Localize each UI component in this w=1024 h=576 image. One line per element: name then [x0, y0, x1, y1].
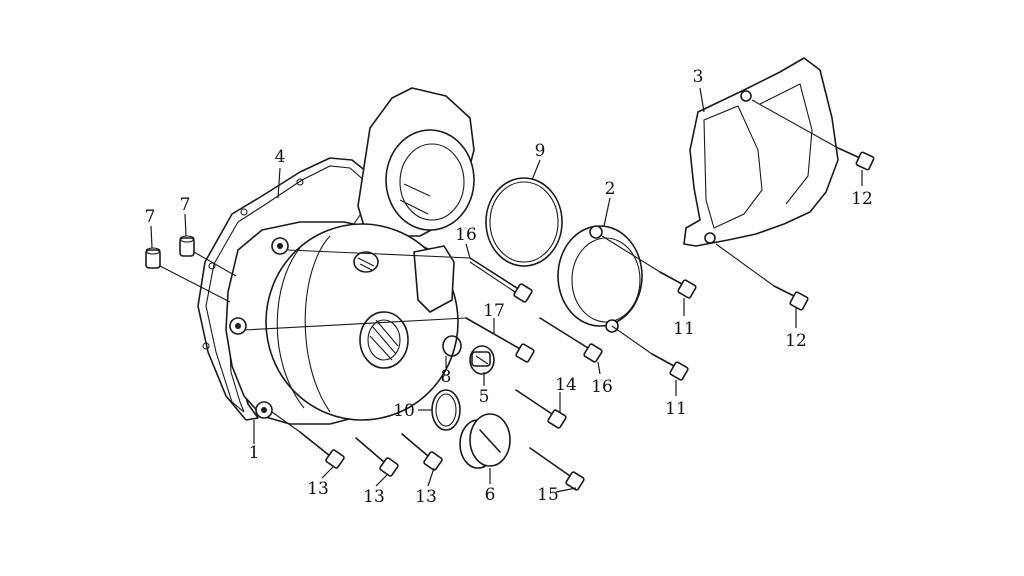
callout-7a: 7	[145, 207, 156, 227]
callout-15: 15	[537, 485, 559, 505]
filler-cap	[459, 413, 511, 469]
inspection-cap	[557, 225, 643, 333]
callout-9: 9	[535, 141, 546, 161]
callout-16a: 16	[455, 225, 477, 245]
callout-2: 2	[605, 179, 616, 199]
callout-4: 4	[275, 147, 286, 167]
timing-plug	[469, 345, 495, 375]
callout-11b: 11	[665, 399, 687, 419]
bolts	[299, 147, 875, 491]
callout-7b: 7	[180, 195, 191, 215]
o-ring-small	[442, 335, 462, 357]
callout-1: 1	[249, 443, 260, 463]
callout-16b: 16	[591, 377, 613, 397]
alignment-lines	[159, 99, 839, 433]
callout-5: 5	[479, 387, 490, 407]
callout-12a: 12	[851, 189, 873, 209]
callout-11a: 11	[673, 319, 695, 339]
callout-13c: 13	[415, 487, 437, 507]
callout-17: 17	[483, 301, 505, 321]
o-ring-large	[485, 177, 563, 267]
callout-8: 8	[441, 367, 452, 387]
crankcase-cover	[225, 87, 475, 425]
callout-13b: 13	[363, 487, 385, 507]
dowel-pins	[145, 235, 195, 269]
callout-12b: 12	[785, 331, 807, 351]
callout-13a: 13	[307, 479, 329, 499]
callout-3: 3	[693, 67, 704, 87]
callout-6: 6	[485, 485, 496, 505]
callout-10: 10	[393, 401, 415, 421]
sprocket-guard	[683, 57, 839, 247]
callout-labels: 1 2 3 4 5 6 7 7 8 9 10 11 11 12 12 13 13…	[145, 67, 873, 507]
leader-lines	[150, 87, 863, 493]
callout-14: 14	[555, 375, 577, 395]
